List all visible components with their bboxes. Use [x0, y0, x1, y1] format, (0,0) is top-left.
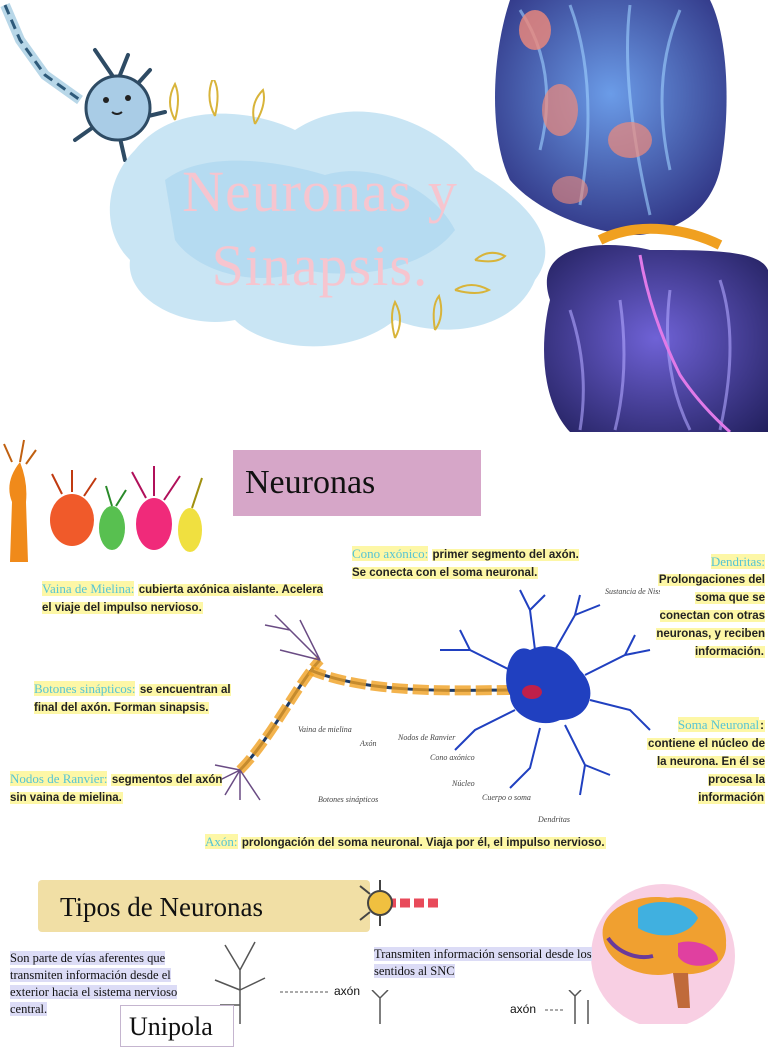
title-line-2: Sinapsis.: [211, 233, 429, 298]
type-desc-mid: Transmiten información sensorial desde l…: [374, 946, 602, 980]
section-heading-neuronas: Neuronas: [233, 450, 481, 516]
annotation-botones: Botones sinápticos: se encuentran al fin…: [34, 680, 254, 717]
desc-soma: contiene el núcleo de la neurona. En él …: [647, 738, 765, 804]
title-line-1: Neuronas y: [182, 159, 458, 224]
soma-colon: :: [759, 720, 765, 732]
unipolar-neuron-sketch: [214, 941, 328, 1024]
term-vaina: Vaina de Mielina:: [42, 581, 135, 596]
term-dendritas: Dendritas:: [710, 554, 765, 569]
term-soma: Soma Neuronal: [677, 717, 760, 732]
cartoon-neurons-icon: [3, 439, 203, 562]
desc-axon: prolongación del soma neuronal. Viaja po…: [240, 837, 606, 849]
annotation-axon: Axón: prolongación del soma neuronal. Vi…: [205, 833, 645, 852]
axon-label-2: axón: [510, 1002, 537, 1016]
type-desc-mid-text: Transmiten información sensorial desde l…: [374, 947, 592, 978]
small-neuron-icon: [359, 880, 440, 926]
term-cono: Cono axónico:: [352, 546, 429, 561]
diagram-label-vaina: Vaina de mielina: [298, 725, 352, 734]
diagram-label-botones: Botones sinápticos: [318, 795, 378, 804]
unipolar-label: Unipola: [129, 1012, 213, 1041]
diagram-label-nodos: Nodos de Ranvier: [397, 733, 456, 742]
term-axon: Axón:: [205, 834, 238, 849]
annotation-cono: Cono axónico: primer segmento del axón. …: [352, 545, 592, 582]
page-title: Neuronas y Sinapsis.: [150, 155, 490, 303]
watercolor-blob-decoration: [109, 80, 546, 347]
type-desc-left: Son parte de vías aferentes que transmit…: [10, 950, 192, 1018]
neuron-diagram: Sustancia de Nissl Vaina de mielina Axón…: [214, 587, 660, 824]
diagram-label-dendritas: Dendritas: [537, 815, 570, 824]
section-heading-tipos: Tipos de Neuronas: [38, 880, 370, 932]
section-heading-tipos-text: Tipos de Neuronas: [60, 892, 264, 922]
annotation-vaina: Vaina de Mielina: cubierta axónica aisla…: [42, 580, 332, 617]
annotation-soma: Soma Neuronal: contiene el núcleo de la …: [640, 716, 765, 807]
diagram-label-cono: Cono axónico: [430, 753, 475, 762]
brain-illustration: [591, 884, 735, 1024]
diagram-label-axon: Axón: [359, 739, 376, 748]
diagram-label-sustancia: Sustancia de Nissl: [605, 587, 660, 596]
desc-dendritas: Prolongaciones del soma que se conectan …: [656, 574, 765, 658]
term-nodos: Nodos de Ranvier:: [10, 771, 108, 786]
annotation-dendritas: Dendritas: Prolongaciones del soma que s…: [645, 553, 765, 661]
annotation-nodos: Nodos de Ranvier: segmentos del axón sin…: [10, 770, 225, 807]
term-botones: Botones sinápticos:: [34, 681, 136, 696]
bipolar-neuron-sketch: [371, 990, 589, 1024]
section-heading-text: Neuronas: [245, 464, 376, 501]
cartoon-neuron-icon: [0, 3, 167, 162]
diagram-label-cuerpo: Cuerpo o soma: [482, 793, 531, 802]
diagram-label-nucleo: Núcleo: [451, 779, 475, 788]
unipolar-label-box: Unipola: [120, 1005, 234, 1047]
axon-label-1: axón: [334, 984, 361, 998]
synapse-illustration: [495, 0, 768, 432]
